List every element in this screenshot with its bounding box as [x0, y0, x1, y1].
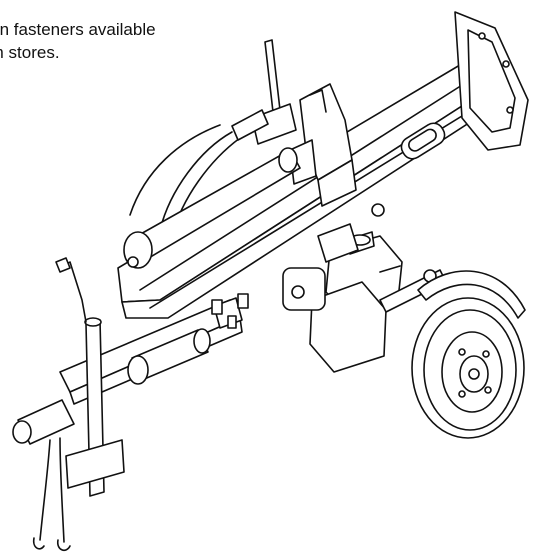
hitch-coupler	[13, 400, 74, 444]
caption-line-1: mon fasteners available	[0, 20, 156, 39]
caption-text: mon fasteners available rm stores.	[0, 18, 260, 64]
jack-stand	[56, 258, 124, 496]
beam-brackets	[212, 294, 248, 328]
beam-handle	[398, 119, 449, 162]
tank	[128, 329, 210, 384]
wheel	[412, 298, 524, 438]
caption-line-2: rm stores.	[0, 43, 60, 62]
end-plate	[455, 12, 528, 150]
wedge	[290, 84, 356, 206]
fender	[418, 271, 525, 318]
hydraulic-pump	[318, 204, 384, 262]
safety-chains	[34, 438, 70, 550]
hydraulic-cylinder	[124, 110, 300, 268]
